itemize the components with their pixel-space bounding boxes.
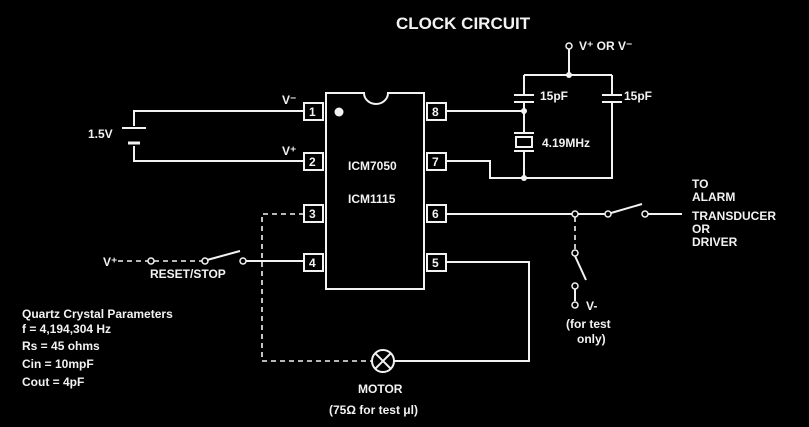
chip-name-1: ICM7050 [348,159,397,173]
test-supply-label: V- [586,299,597,313]
pin-4-box [303,253,324,272]
output-label-5: DRIVER [692,235,738,249]
motor-label: MOTOR [358,382,403,396]
motor-icon [371,349,395,373]
pin-5-number: 5 [432,256,439,270]
test-note-2: only) [577,332,606,346]
crystal-params-heading: Quartz Crystal Parameters [22,307,173,321]
oscillator-network [446,49,622,179]
pin1-supply-label: V⁻ [282,93,296,107]
pin-8-number: 8 [432,105,439,119]
reset-supply-label: V⁺ [103,255,117,269]
reset-switch-blade [206,250,241,261]
supply-label: V⁺ OR V⁻ [579,39,632,53]
crystal-param-cin: Cin = 10mpF [22,357,94,371]
battery-voltage: 1.5V [88,127,113,141]
pin2-supply-label: V⁺ [282,144,296,158]
motor-note: (75Ω for test μl) [329,403,418,417]
crystal-frequency: 4.19MHz [542,136,590,150]
cap2-value: 15pF [624,89,652,103]
crystal-param-f: f = 4,194,304 Hz [22,322,111,336]
output-label-3: TRANSDUCER [692,209,776,223]
ic-chip: ICM7050 ICM1115 [325,92,425,290]
cap1-value: 15pF [540,89,568,103]
crystal-param-cout: Cout = 4pF [22,375,84,389]
output-switch-blade [610,203,643,214]
output-label-4: OR [692,222,710,236]
test-switch-blade [574,255,587,281]
output-label-1: TO [692,177,708,191]
motor-loop [261,213,530,373]
crystal-param-rs: Rs = 45 ohms [22,339,100,353]
test-terminal [571,301,579,309]
pin-4-number: 4 [309,256,316,270]
supply-terminal [565,42,573,50]
pin-6-number: 6 [432,207,439,221]
output-label-2: ALARM [692,190,735,204]
battery-circuit [122,110,304,162]
pin-1-number: 1 [309,105,316,119]
pin1-indicator [334,107,344,117]
pin-2-number: 2 [309,155,316,169]
output-line [446,203,682,309]
diagram-title: CLOCK CIRCUIT [396,14,531,33]
pin-7-number: 7 [432,155,439,169]
pin-3-number: 3 [309,207,316,221]
reset-stop-label: RESET/STOP [150,267,226,281]
crystal-body [515,136,533,148]
chip-name-2: ICM1115 [348,192,396,206]
reset-stop-switch [118,250,304,265]
test-note-1: (for test [566,317,611,331]
